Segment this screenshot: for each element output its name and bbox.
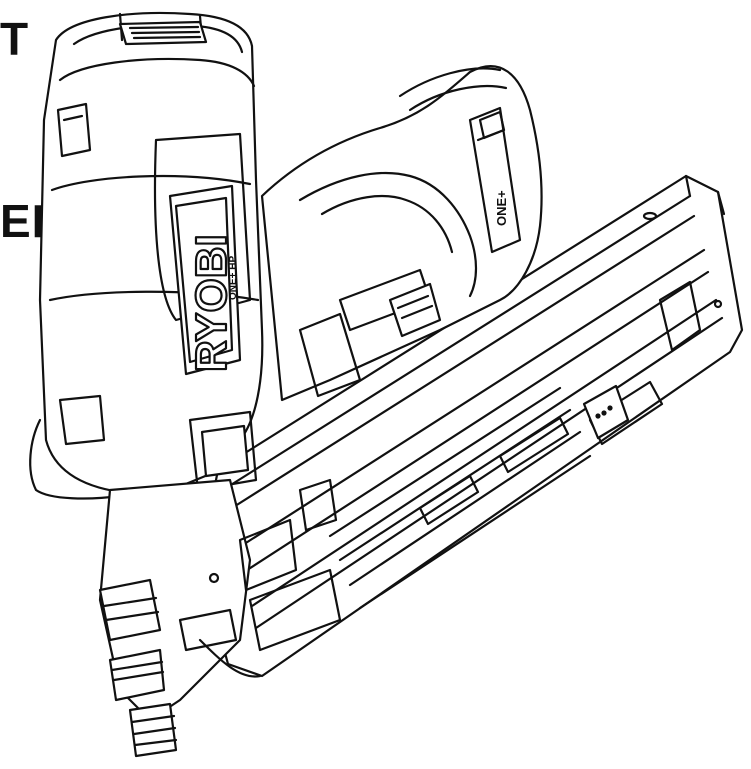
cropped-heading-fragment-1: T — [0, 13, 30, 65]
nose-assembly — [98, 478, 342, 758]
magazine — [198, 174, 744, 678]
handle — [260, 65, 543, 402]
battery-one-plus-mark: ONE+ — [494, 190, 509, 226]
one-plus-hp-mark: ONE+ HP — [228, 255, 239, 300]
motor-body — [29, 11, 264, 500]
ryobi-logo: RYOBI — [187, 234, 236, 372]
